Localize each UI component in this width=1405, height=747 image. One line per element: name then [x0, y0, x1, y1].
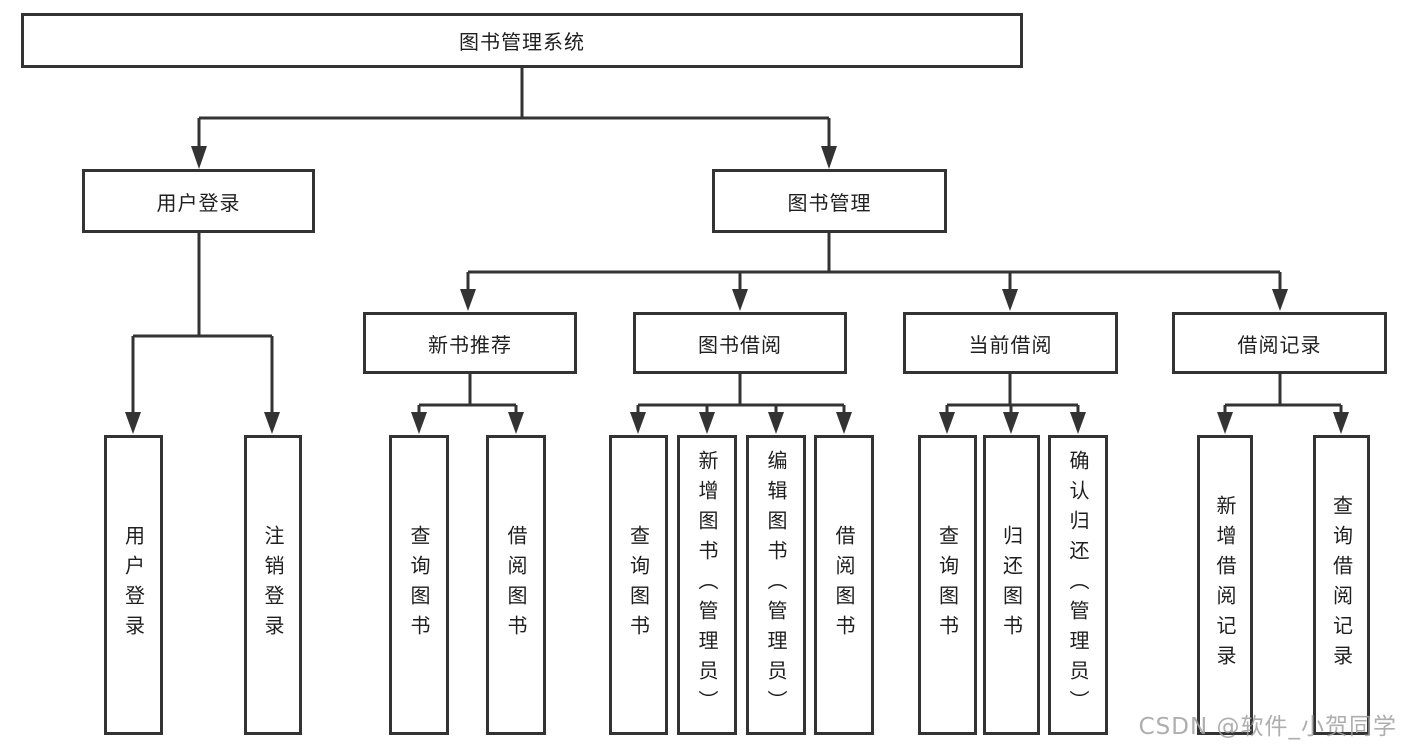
leaf-edit-books-admin: 编辑图书（管理员）	[746, 435, 806, 735]
leaf-logout: 注销登录	[244, 435, 302, 735]
leaf-query-books-2: 查询图书	[609, 435, 668, 735]
node-borrow-record: 借阅记录	[1172, 312, 1387, 374]
node-current-borrow: 当前借阅	[903, 312, 1118, 374]
leaf-borrow-books-1: 借阅图书	[486, 435, 546, 735]
leaf-query-borrow-record: 查询借阅记录	[1313, 435, 1370, 735]
leaf-query-books-1: 查询图书	[389, 435, 449, 735]
leaf-add-borrow-record: 新增借阅记录	[1197, 435, 1253, 735]
leaf-query-books-3: 查询图书	[918, 435, 977, 735]
leaf-confirm-return-admin: 确认归还（管理员）	[1048, 435, 1108, 735]
leaf-borrow-books-2: 借阅图书	[814, 435, 874, 735]
leaf-return-books: 归还图书	[983, 435, 1040, 735]
node-new-book-recommend: 新书推荐	[363, 312, 577, 374]
node-book-borrow: 图书借阅	[633, 312, 847, 374]
leaf-user-login: 用户登录	[104, 435, 163, 735]
node-root-system: 图书管理系统	[21, 13, 1023, 68]
leaf-add-books-admin: 新增图书（管理员）	[677, 435, 737, 735]
arrowheads	[125, 146, 1349, 434]
node-book-management: 图书管理	[712, 169, 947, 233]
node-user-login: 用户登录	[82, 169, 315, 233]
